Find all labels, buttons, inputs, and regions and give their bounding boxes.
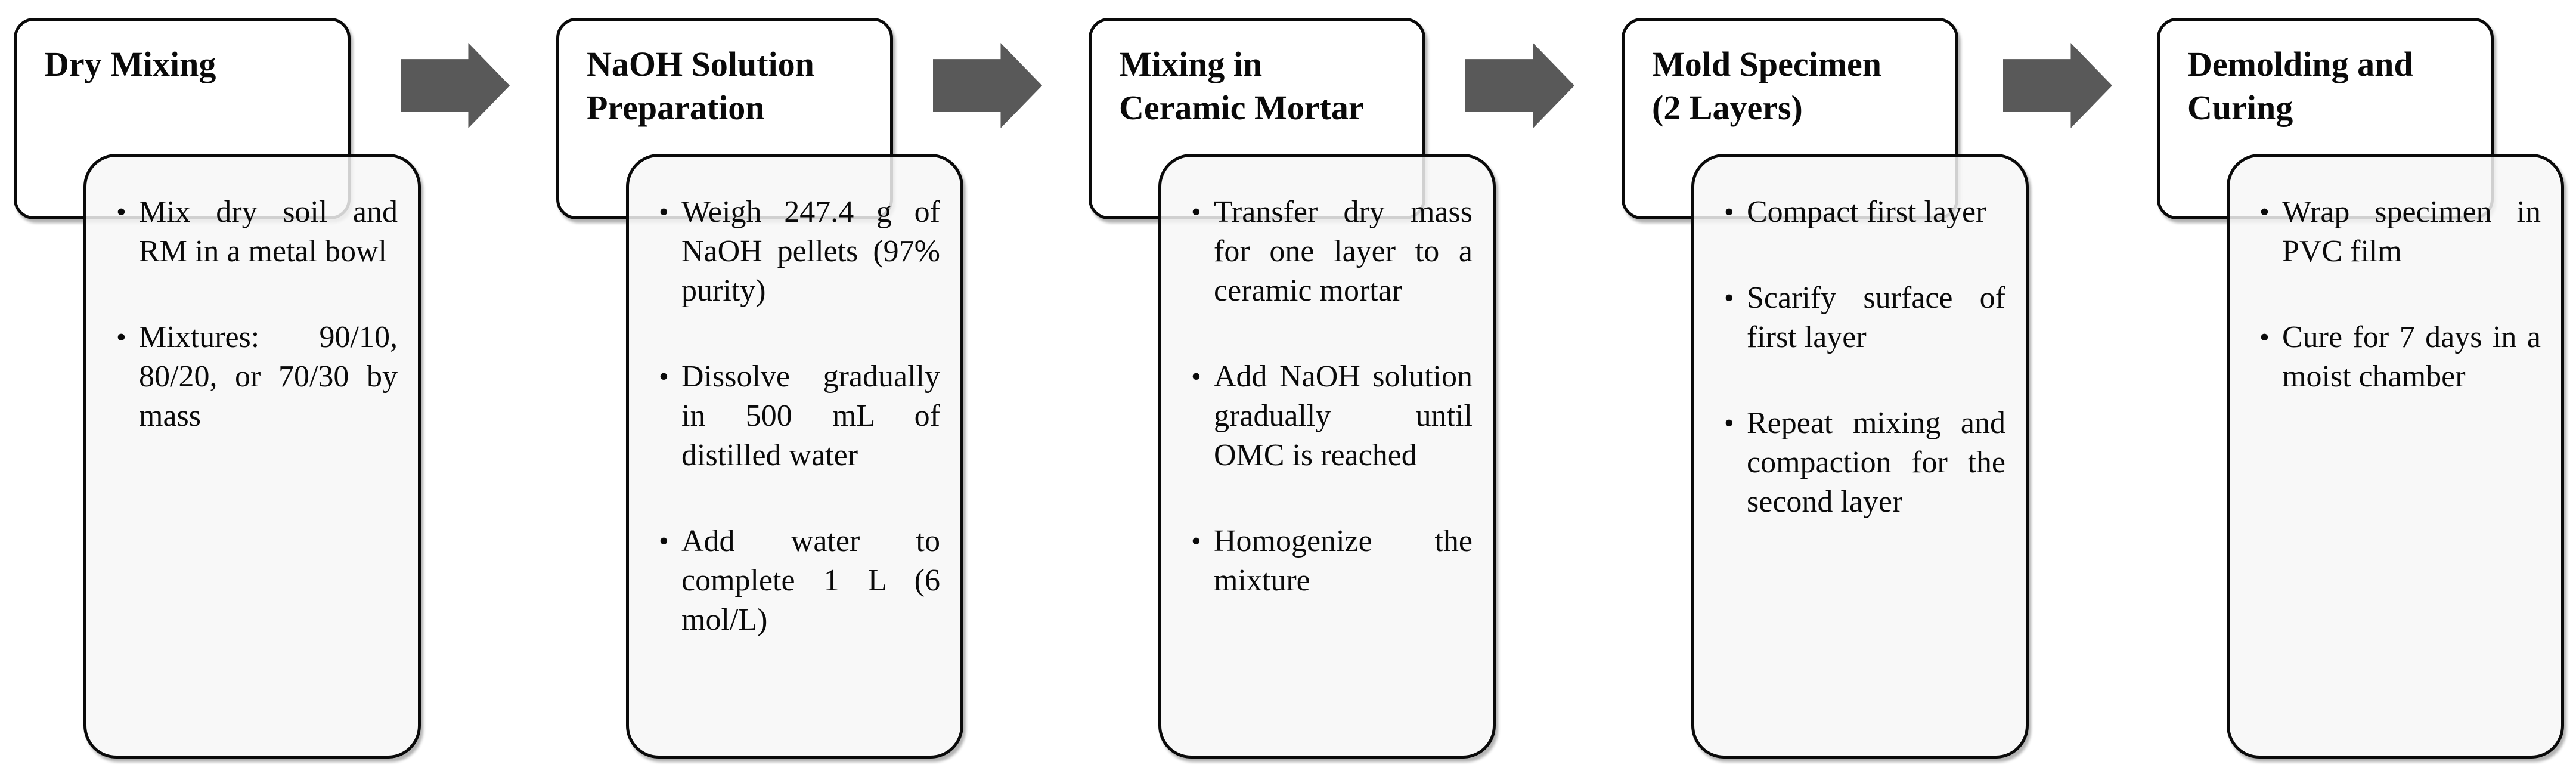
bullet-item: Add NaOH solution gradually until OMC is… [1191,357,1473,475]
right-arrow-icon [401,43,510,128]
step-5-bullet-list: Wrap specimen in PVC film Cure for 7 day… [2230,157,2561,397]
step-5-body-box: Wrap specimen in PVC film Cure for 7 day… [2227,154,2564,759]
bullet-item: Repeat mixing and compaction for the sec… [1724,404,2005,522]
bullet-item: Mixtures: 90/10, 80/20, or 70/30 by mass [116,318,398,436]
step-2-body-box: Weigh 247.4 g of NaOH pellets (97% purit… [626,154,963,759]
step-2-bullet-list: Weigh 247.4 g of NaOH pellets (97% purit… [629,157,960,640]
bullet-item: Mix dry soil and RM in a metal bowl [116,193,398,271]
bullet-item: Dissolve gradually in 500 mL of distille… [659,357,940,475]
step-4-title: Mold Specimen (2 Layers) [1652,45,1882,127]
bullet-item: Wrap specimen in PVC film [2259,193,2541,271]
step-4-body-box: Compact first layer Scarify surface of f… [1691,154,2029,759]
step-5-title: Demolding and Curing [2187,45,2413,127]
bullet-item: Cure for 7 days in a moist chamber [2259,318,2541,397]
step-1-body-box: Mix dry soil and RM in a metal bowl Mixt… [83,154,421,759]
bullet-item: Add water to complete 1 L (6 mol/L) [659,522,940,640]
step-3-body-box: Transfer dry mass for one layer to a cer… [1158,154,1496,759]
step-3-bullet-list: Transfer dry mass for one layer to a cer… [1161,157,1493,600]
step-1-title: Dry Mixing [44,45,216,83]
right-arrow-icon [933,43,1042,128]
step-4-bullet-list: Compact first layer Scarify surface of f… [1694,157,2026,522]
step-1-bullet-list: Mix dry soil and RM in a metal bowl Mixt… [86,157,418,436]
bullet-item: Weigh 247.4 g of NaOH pellets (97% purit… [659,193,940,311]
bullet-item: Scarify surface of first layer [1724,278,2005,357]
bullet-item: Compact first layer [1724,193,2005,232]
step-3-title: Mixing in Ceramic Mortar [1119,45,1364,127]
bullet-item: Transfer dry mass for one layer to a cer… [1191,193,1473,311]
right-arrow-icon [1465,43,1574,128]
bullet-item: Homogenize the mixture [1191,522,1473,600]
step-2-title: NaOH Solution Preparation [587,45,814,127]
right-arrow-icon [2003,43,2112,128]
